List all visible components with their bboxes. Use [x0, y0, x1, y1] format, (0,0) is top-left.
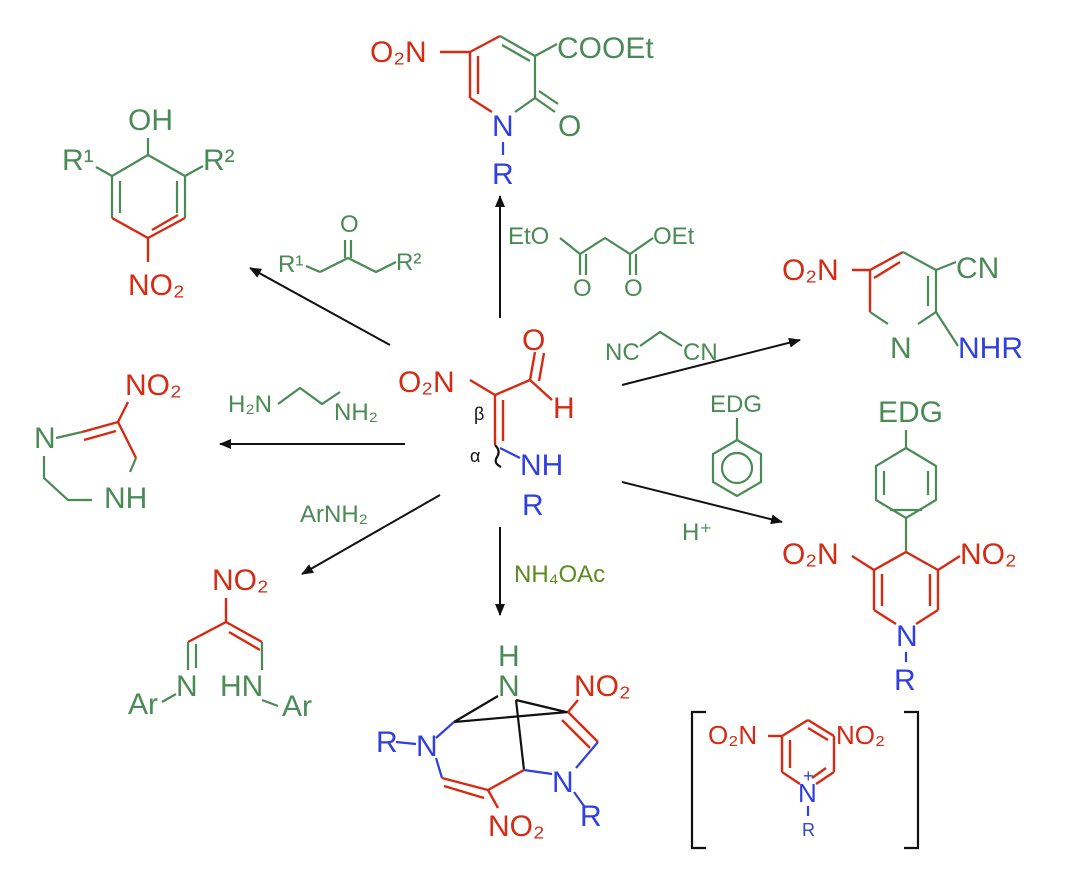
dhp-no2-right: NO₂ [960, 538, 1017, 571]
diazepine-no2: NO₂ [125, 369, 182, 402]
malonate-oet: OEt [653, 223, 695, 250]
edg-reagent-label: EDG [710, 391, 762, 418]
bicyclic-r-right: R [580, 800, 602, 833]
dhp-n: N [896, 620, 918, 653]
malonate-eto: EtO [508, 223, 549, 250]
dhp-r: R [894, 664, 916, 697]
pyridinium-no2-left: O₂N [708, 720, 757, 750]
bicyclic-no2-top: NO₂ [574, 670, 631, 703]
center-no2: O₂N [398, 366, 455, 399]
phenol-r1: R¹ [62, 144, 94, 177]
bicyclic-r-left: R [376, 726, 398, 759]
diimine-hn: HN [220, 670, 263, 703]
pyridone-o: O [558, 110, 581, 143]
pyridinium-bracket: O₂N NO₂ + N R [690, 710, 920, 850]
cyanopyridine-n: N [890, 332, 912, 365]
pyridone-ester: COOEt [557, 32, 654, 65]
diazepine-nh: NH [104, 482, 147, 515]
bicyclic-n-top: N [498, 670, 520, 703]
cyanopyridine-cn: CN [956, 252, 999, 285]
product-diazepine: NO₂ N NH [34, 369, 182, 515]
edg-arene: EDG H⁺ [682, 391, 763, 546]
center-h: H [553, 392, 575, 425]
diamine-nh2: NH₂ [334, 399, 378, 426]
bicyclic-h: H [498, 640, 520, 673]
pyridinium-no2-right: NO₂ [836, 720, 885, 750]
dhp-no2-left: O₂N [782, 538, 839, 571]
bicyclic-no2-bottom: NO₂ [488, 810, 545, 843]
arrow-to-diimine [301, 494, 441, 575]
pyridone-no2: O₂N [370, 36, 427, 69]
dhp-edg: EDG [878, 396, 943, 429]
diketone-r1: R¹ [278, 251, 303, 278]
diimine-n-left: N [176, 670, 198, 703]
malononitrile-nc: NC [605, 339, 640, 366]
phenol-r2: R² [203, 144, 235, 177]
phenol-oh: OH [128, 104, 173, 137]
product-bicyclic: H N NO₂ R N N R NO₂ [376, 640, 631, 843]
product-diimine: NO₂ Ar N HN Ar [128, 564, 312, 723]
diazepine-n: N [34, 422, 56, 455]
pyridone-n: N [492, 110, 514, 143]
diethyl-malonate: EtO O O OEt [508, 223, 695, 302]
alpha-label: α [470, 446, 480, 466]
product-nitrophenol: OH R¹ R² NO₂ [62, 104, 235, 302]
cyanopyridine-no2: O₂N [782, 254, 839, 287]
bicyclic-n-right: N [552, 766, 574, 799]
malonate-o2: O [624, 275, 643, 302]
phenol-no2: NO₂ [128, 269, 185, 302]
acid-label: H⁺ [682, 519, 712, 546]
pyridone-r: R [492, 158, 514, 191]
arrow-to-phenol [249, 267, 391, 346]
pyridinium-n: N [798, 778, 817, 808]
diimine-ar-left: Ar [128, 688, 158, 721]
center-nh: NH [520, 449, 563, 482]
arrow-to-cyanopyridine [621, 337, 801, 386]
pyridinium-r: R [802, 820, 815, 840]
product-pyridone: O₂N COOEt N O R [370, 32, 654, 191]
malonate-o1: O [573, 275, 592, 302]
pyridinium-plus: + [803, 766, 814, 786]
product-cyanopyridine: O₂N CN N NHR [782, 250, 1023, 365]
diketone-o: O [340, 211, 359, 238]
central-nitro-enamine: O₂N O H β α NH R [398, 324, 575, 522]
arnh2-label: ArNH₂ [300, 501, 368, 528]
center-o: O [522, 324, 545, 357]
diimine-ar-right: Ar [282, 690, 312, 723]
product-dihydropyridine: EDG O₂N NO₂ N R [782, 396, 1017, 697]
diamine-h2n: H₂N [228, 391, 272, 418]
diketone-r2: R² [396, 249, 421, 276]
ethylenediamine: H₂N NH₂ [228, 386, 378, 426]
cyanopyridine-nhr: NHR [958, 332, 1023, 365]
beta-label: β [474, 404, 484, 424]
malononitrile-cn: CN [683, 339, 718, 366]
bicyclic-n-left: N [416, 730, 438, 763]
diketone: O R¹ R² [278, 211, 421, 278]
nh4oac-label: NH₄OAc [514, 561, 605, 588]
center-r: R [522, 489, 544, 522]
arrow-to-dihydropyridine [621, 481, 783, 525]
diimine-no2: NO₂ [212, 564, 269, 597]
malononitrile: NC CN [605, 330, 718, 366]
